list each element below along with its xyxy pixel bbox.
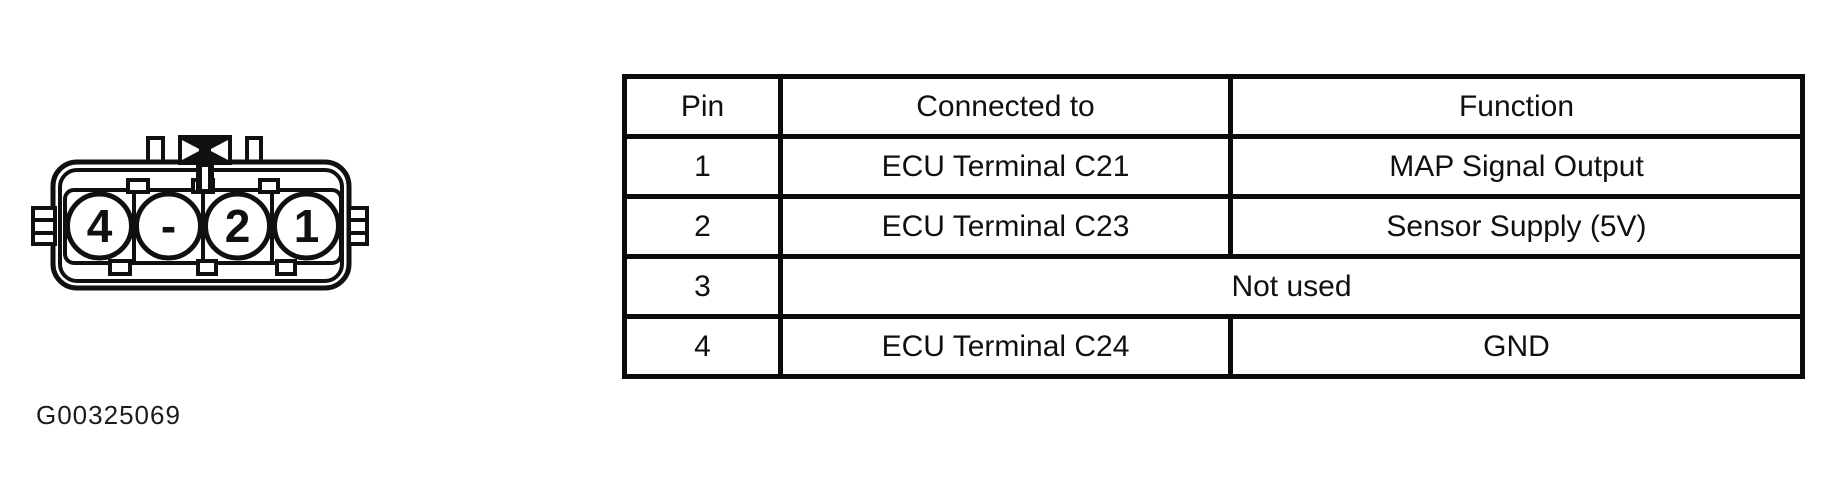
pin-cavity-4: [65, 191, 134, 261]
pin-cavity-label-4: 4: [87, 200, 113, 252]
keying-notch-top: [126, 178, 150, 194]
keying-notch-bottom: [275, 259, 297, 276]
header-function: Function: [1228, 74, 1805, 139]
connector-face-diagram: 4 - 2 1: [31, 135, 369, 291]
pin-cavity-label-2: 2: [225, 200, 251, 252]
figure-id-label: G00325069: [36, 400, 181, 430]
cell-pin: 3: [622, 254, 783, 319]
cell-pin: 1: [622, 134, 783, 199]
cell-pin: 2: [622, 194, 783, 259]
pin-cavity-label-1: 1: [294, 200, 320, 252]
keying-notch-top: [258, 178, 280, 194]
keying-notch-bottom: [108, 259, 132, 276]
pin-cavity-1: [272, 191, 341, 261]
pin-cavity-2: [203, 191, 272, 261]
cell-connected: ECU Terminal C21: [778, 134, 1233, 199]
pin-assignment-table: Pin Connected to Function 1 ECU Terminal…: [622, 74, 1805, 379]
cell-connected: ECU Terminal C24: [778, 314, 1233, 379]
header-connected-to: Connected to: [778, 74, 1233, 139]
table-row: 3 Not used: [622, 254, 1805, 319]
side-tab-right: [347, 206, 369, 246]
table-row: 1 ECU Terminal C21 MAP Signal Output: [622, 134, 1805, 199]
table-row: 4 ECU Terminal C24 GND: [622, 314, 1805, 379]
pin-cavity-label-dash: -: [161, 200, 176, 252]
cell-merged-not-used: Not used: [778, 254, 1805, 319]
center-latch: [178, 135, 232, 192]
cell-connected: ECU Terminal C23: [778, 194, 1233, 259]
cell-pin: 4: [622, 314, 783, 379]
cell-function: Sensor Supply (5V): [1228, 194, 1805, 259]
cell-function: GND: [1228, 314, 1805, 379]
header-pin: Pin: [622, 74, 783, 139]
keying-notch-bottom: [196, 259, 218, 276]
table-header-row: Pin Connected to Function: [622, 74, 1805, 139]
pin-cavity-3: [134, 191, 203, 261]
pin-table-container: Pin Connected to Function 1 ECU Terminal…: [622, 74, 1805, 379]
side-tab-left: [31, 206, 57, 246]
cell-function: MAP Signal Output: [1228, 134, 1805, 199]
table-row: 2 ECU Terminal C23 Sensor Supply (5V): [622, 194, 1805, 259]
